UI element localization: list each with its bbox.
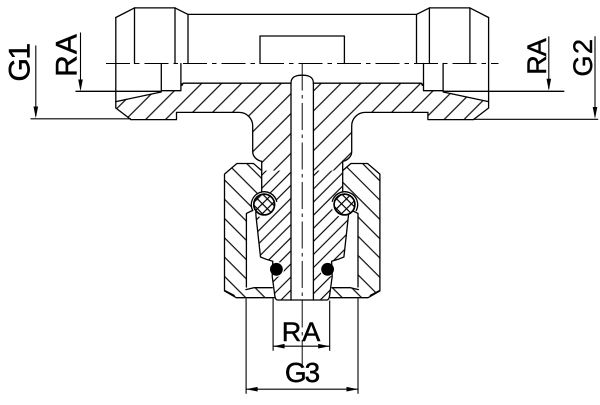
svg-text:G1: G1 bbox=[4, 44, 37, 82]
svg-text:G2: G2 bbox=[568, 37, 598, 76]
svg-text:RA: RA bbox=[51, 33, 84, 77]
svg-text:RA: RA bbox=[282, 317, 322, 347]
svg-text:G3: G3 bbox=[285, 357, 320, 388]
svg-text:RA: RA bbox=[522, 38, 552, 74]
